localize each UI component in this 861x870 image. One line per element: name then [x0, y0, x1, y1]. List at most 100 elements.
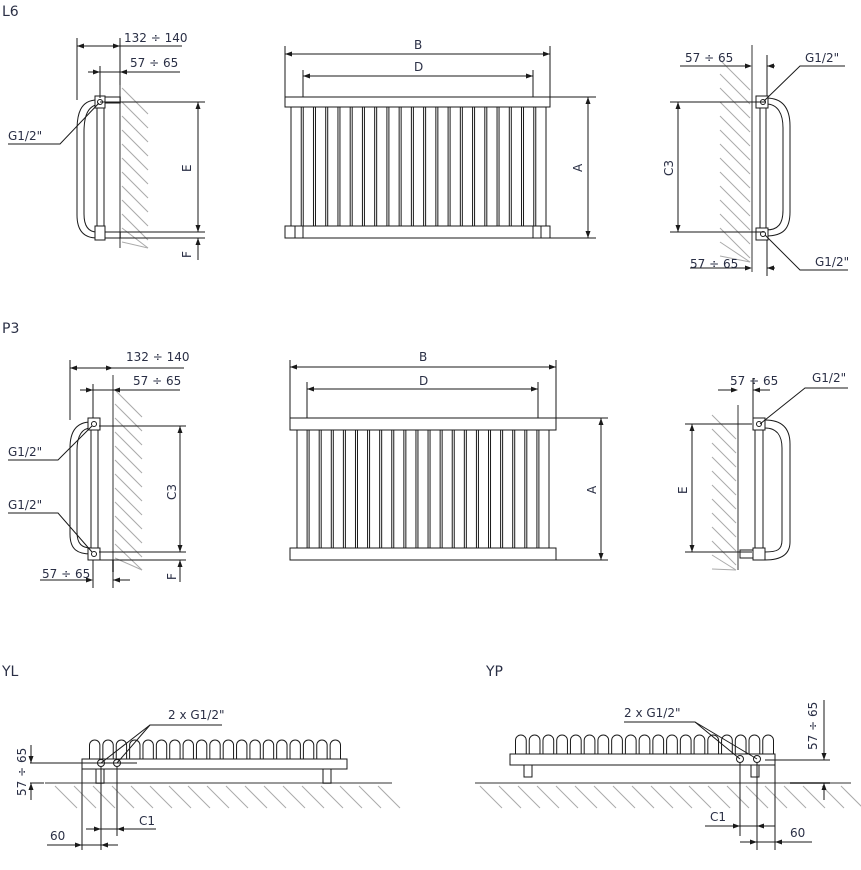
radiator-column: [393, 419, 405, 559]
hatch-line: [114, 515, 143, 544]
arrowhead: [775, 839, 782, 845]
hatch-line: [719, 87, 751, 119]
hatch-line: [121, 213, 149, 241]
hatch-line: [114, 529, 143, 558]
l6-dim-f: F: [180, 251, 194, 258]
l6-dim-wall: 57 ÷ 65: [130, 56, 178, 70]
drawing-geometry: [8, 38, 861, 850]
hatch-line: [711, 540, 737, 566]
l6-dim-d: D: [414, 60, 423, 74]
radiator-fin: [276, 739, 288, 759]
radiator-fin: [222, 739, 235, 759]
arrowhead: [195, 238, 201, 245]
l6-right-dim-wall-bottom: 57 ÷ 65: [690, 257, 738, 271]
arrowhead: [745, 63, 752, 69]
hatch-line: [711, 414, 737, 440]
hatch-line: [711, 442, 737, 468]
radiator-column: [356, 419, 369, 559]
radiator-column: [425, 98, 437, 237]
arrowhead: [675, 225, 681, 232]
connection-circle: [756, 421, 762, 427]
arrowhead: [757, 823, 764, 829]
arrowhead: [177, 545, 183, 552]
arrowhead: [531, 386, 538, 392]
radiator-column: [498, 98, 510, 237]
hatch-line: [168, 785, 192, 809]
wall-bracket: [104, 231, 121, 239]
radiator-column: [453, 419, 465, 559]
yl-dim-c1: C1: [139, 814, 155, 828]
arrowhead: [733, 823, 740, 829]
p3-dim-d: D: [419, 374, 428, 388]
radiator-column: [405, 419, 417, 559]
hatch-line: [73, 785, 97, 809]
radiator-fin: [182, 739, 194, 759]
radiator-column: [339, 98, 351, 237]
l6-right-connection-bottom: G1/2": [815, 255, 849, 269]
hatch-line: [263, 785, 287, 809]
p3-right-dim-wall: 57 ÷ 65: [730, 374, 778, 388]
radiator-fin: [329, 739, 341, 759]
arrowhead: [106, 365, 113, 371]
hatch-line: [719, 59, 751, 91]
hatch-line: [711, 484, 737, 510]
arrowhead: [86, 577, 93, 583]
radiator-column: [461, 98, 474, 237]
p3-right-connection: G1/2": [812, 371, 846, 385]
p3-connection-bottom: G1/2": [8, 498, 42, 512]
p3-connection-top: G1/2": [8, 445, 42, 459]
hatch-line: [574, 785, 598, 809]
hatch-line: [711, 568, 737, 571]
radiator-column: [376, 98, 388, 237]
radiator-fin: [638, 734, 651, 754]
hatch-line: [114, 389, 143, 418]
hatch-line: [114, 459, 143, 488]
hatch-line: [121, 143, 149, 171]
leader-line: [759, 387, 848, 425]
leader-line: [624, 721, 741, 760]
hatch-line: [719, 143, 751, 175]
arrowhead: [113, 387, 120, 393]
hatch-line: [593, 785, 617, 809]
hatch-line: [764, 785, 788, 809]
l6-right-connection-top: G1/2": [805, 51, 839, 65]
hatch-line: [719, 157, 751, 189]
arrowhead: [75, 842, 82, 848]
bottom-header: [289, 547, 557, 561]
arrowhead: [28, 756, 34, 763]
header-cap: [294, 225, 304, 239]
hatch-line: [244, 785, 268, 809]
hatch-line: [719, 213, 751, 245]
arrowhead: [303, 73, 310, 79]
connection-circle: [736, 755, 744, 763]
hatch-line: [711, 428, 737, 454]
hatch-line: [719, 73, 751, 105]
section-label-yp: YP: [485, 664, 503, 680]
hatch-line: [114, 473, 143, 502]
radiator-fin: [679, 734, 692, 754]
hatch-line: [358, 785, 382, 809]
pipe-loop: [76, 99, 98, 239]
l6-dim-depth: 132 ÷ 140: [124, 31, 188, 45]
radiator-fin: [666, 734, 678, 754]
header-cap: [532, 225, 542, 239]
p3-dim-a: A: [585, 485, 599, 494]
hatch-line: [114, 487, 143, 516]
radiator-column: [441, 419, 453, 559]
arrowhead: [120, 69, 127, 75]
pipe-loop: [765, 103, 784, 231]
bottom-connector: [94, 225, 106, 241]
hatch-line: [688, 785, 712, 809]
hatch-line: [719, 129, 751, 161]
leader-line: [8, 512, 93, 553]
arrowhead: [70, 365, 77, 371]
hatch-line: [719, 115, 751, 147]
top-header: [289, 417, 557, 431]
arrowhead: [585, 97, 591, 104]
hatch-line: [719, 199, 751, 231]
radiator-column: [296, 419, 308, 559]
hatch-line: [121, 129, 149, 157]
floor-foot: [750, 764, 760, 778]
yl-dim-offset: 60: [50, 829, 65, 843]
hatch-line: [802, 785, 826, 809]
